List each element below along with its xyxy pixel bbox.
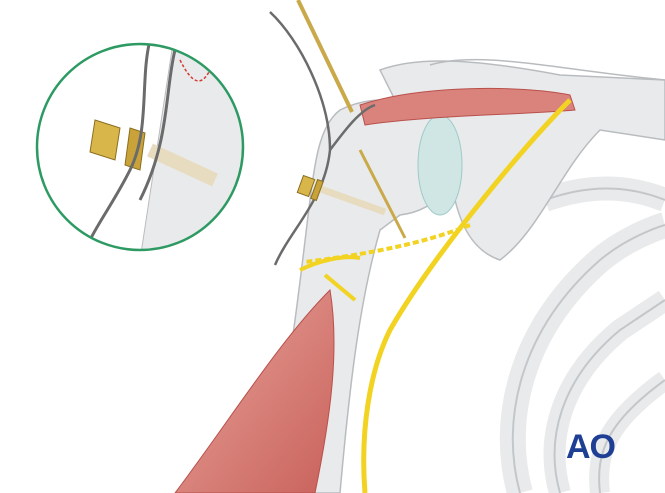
suture (269, 11, 376, 266)
guide-wire (296, 0, 354, 113)
ao-logo: AO (566, 428, 616, 466)
screw (296, 174, 387, 216)
inset-border (35, 42, 245, 252)
rotator-cuff (359, 87, 576, 126)
muscle (174, 288, 335, 493)
nerve-loop (299, 255, 361, 302)
guide-wire-lower (358, 149, 407, 239)
magnified-inset (35, 42, 245, 252)
nerve (361, 98, 572, 493)
ribcage (499, 176, 665, 493)
